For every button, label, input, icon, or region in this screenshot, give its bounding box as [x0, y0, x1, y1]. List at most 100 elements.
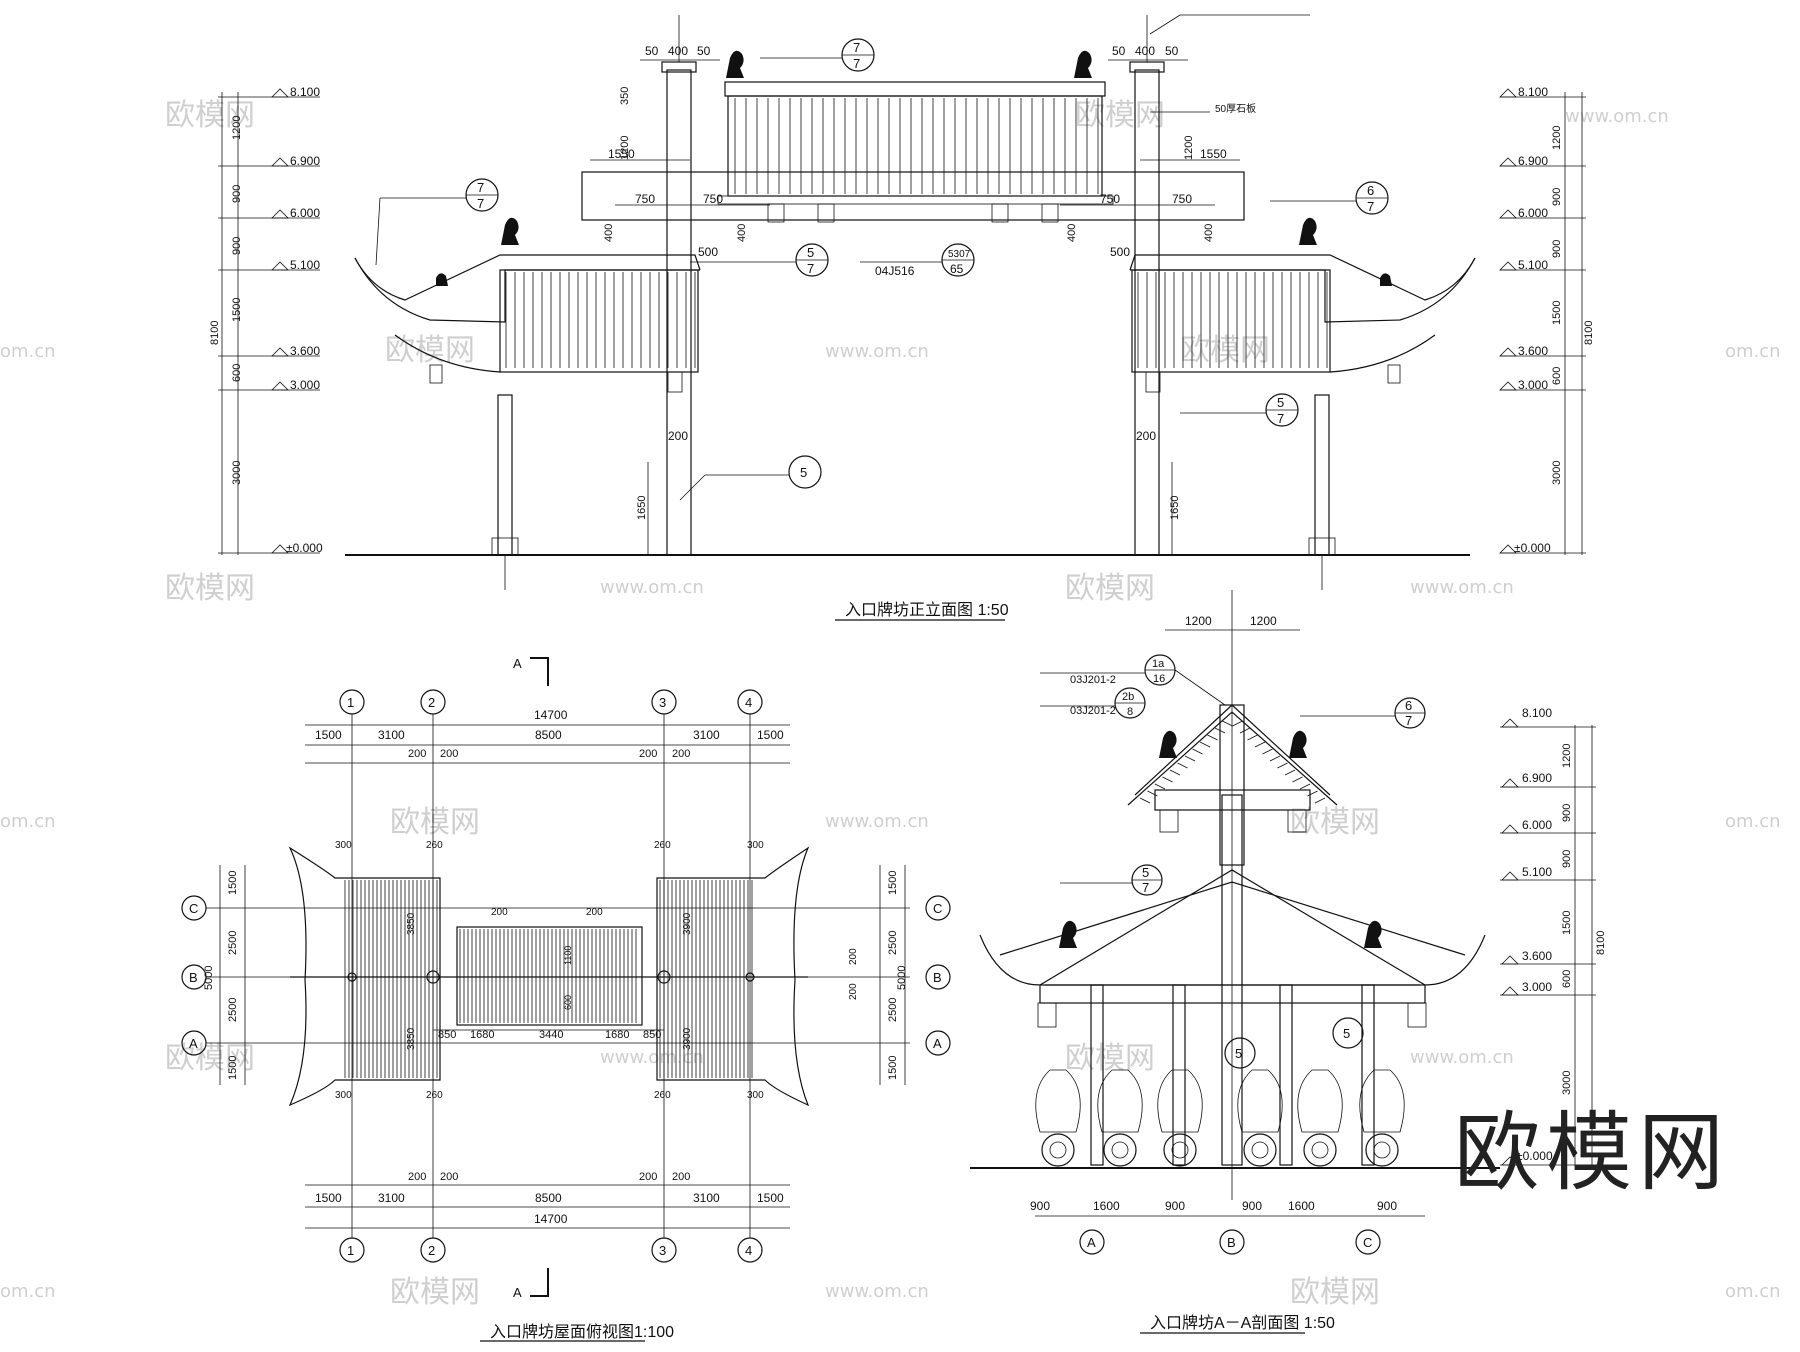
watermark: 欧模网 — [165, 98, 255, 133]
hatch-line — [1154, 783, 1166, 790]
section-ref-callouts: 1a 16 2b 8 03J201-2 03J201-2 6 7 5 7 5 5 — [1040, 654, 1426, 1069]
ref-code: 04J516 — [875, 264, 915, 278]
hatch-line — [1207, 734, 1218, 741]
stone-drum-inner — [1311, 1141, 1329, 1159]
svg-text:5: 5 — [1343, 1026, 1350, 1041]
dim-label: 750 — [703, 192, 723, 206]
svg-text:7: 7 — [1405, 713, 1412, 728]
plan-dims-top: 14700 1500 3100 8500 3100 1500 200 200 2… — [305, 708, 790, 764]
hatch-line — [1284, 769, 1296, 776]
segment-label: 1500 — [1551, 301, 1563, 325]
svg-text:3: 3 — [659, 1243, 666, 1258]
svg-text:200: 200 — [408, 748, 426, 760]
section-dims-top: 1200 1200 — [1165, 590, 1300, 1200]
roof-plan-title: 入口牌坊屋面俯视图1:100 — [490, 1323, 674, 1341]
svg-text:3000: 3000 — [1561, 1071, 1573, 1095]
section-columns — [1090, 794, 1375, 1166]
svg-text:200: 200 — [672, 748, 690, 760]
svg-text:2500: 2500 — [887, 998, 899, 1022]
svg-text:5: 5 — [1277, 395, 1284, 410]
dim-label: 500 — [1110, 245, 1130, 259]
dim-label: 400 — [603, 224, 615, 242]
dim-label: 50 — [1165, 44, 1179, 58]
watermark-layer: 欧模网 欧模网 www.om.cn om.cn 欧模网 www.om.cn 欧模… — [0, 98, 1781, 1310]
svg-text:B: B — [1227, 1235, 1236, 1250]
plan-dims-side: 1500 2500 2500 1500 5000 1500 2500 2500 … — [203, 865, 908, 1085]
dim-label: 400 — [1135, 44, 1155, 58]
svg-text:3100: 3100 — [378, 728, 405, 742]
svg-text:300: 300 — [747, 1090, 764, 1101]
svg-text:3900: 3900 — [682, 1027, 693, 1050]
svg-text:3.000: 3.000 — [1522, 980, 1552, 994]
svg-text:3900: 3900 — [682, 912, 693, 935]
svg-text:200: 200 — [408, 1171, 426, 1183]
svg-text:260: 260 — [654, 840, 671, 851]
level-label: 6.000 — [290, 206, 320, 220]
stone-drum-base — [1303, 1133, 1337, 1167]
level-label: 5.100 — [290, 258, 320, 272]
svg-text:14700: 14700 — [534, 1212, 568, 1226]
watermark: 欧模网 — [1075, 98, 1165, 133]
svg-text:200: 200 — [639, 1171, 657, 1183]
svg-text:1500: 1500 — [757, 1191, 784, 1205]
dim-label: 1650 — [636, 496, 648, 520]
stone-drum-inner — [1049, 1141, 1067, 1159]
stone-drum-inner — [1373, 1141, 1391, 1159]
lower-roof-right — [1129, 254, 1476, 393]
watermark-url: om.cn — [1725, 1281, 1781, 1302]
level-label: 3.000 — [290, 378, 320, 392]
level-scale-left: 8.100 6.900 6.000 5.100 3.600 3.000 ±0.0… — [209, 85, 323, 555]
svg-text:3440: 3440 — [539, 1029, 563, 1041]
hatch-line — [1232, 720, 1243, 727]
front-dimensions: 50 400 50 50 400 50 350 1200 1550 750 75… — [590, 14, 1310, 555]
svg-text:1500: 1500 — [887, 1056, 899, 1080]
svg-text:300: 300 — [335, 840, 352, 851]
section-dims-bottom: 900 1600 900 900 1600 900 A B C — [1030, 1199, 1425, 1255]
drum-stone-support — [1157, 1069, 1203, 1133]
dim-label: 50 — [697, 44, 711, 58]
svg-text:3850: 3850 — [406, 1027, 417, 1050]
stone-drum-inner — [1111, 1141, 1129, 1159]
plan-misc-labels: 300 260 260 300 300 260 260 300 3850 385… — [335, 840, 764, 1101]
stone-drum-base — [1041, 1133, 1075, 1167]
svg-text:8500: 8500 — [535, 1191, 562, 1205]
dim-label: 1200 — [619, 136, 631, 160]
watermark: 欧模网 — [1180, 333, 1270, 368]
svg-text:1500: 1500 — [227, 871, 239, 895]
svg-text:7: 7 — [1142, 880, 1149, 895]
level-label: 3.600 — [290, 344, 320, 358]
level-label: 8.100 — [1518, 85, 1548, 99]
drum-stone-support — [1297, 1069, 1343, 1133]
top-roof — [581, 81, 1245, 221]
svg-text:1100: 1100 — [563, 946, 573, 965]
svg-text:B: B — [189, 970, 198, 985]
drum-stone-support — [1035, 1069, 1081, 1133]
hatch-line — [1314, 797, 1326, 804]
svg-text:3: 3 — [659, 695, 666, 710]
watermark: 欧模网 — [385, 333, 475, 368]
svg-text:A: A — [513, 1285, 522, 1300]
svg-text:7: 7 — [477, 180, 484, 195]
svg-text:200: 200 — [848, 948, 859, 965]
hatch-line — [1169, 769, 1181, 776]
svg-text:200: 200 — [848, 983, 859, 1000]
svg-text:2500: 2500 — [887, 931, 899, 955]
dim-label: 50 — [645, 44, 659, 58]
svg-text:A: A — [189, 1036, 198, 1051]
brand-watermark: 欧模网 — [1454, 1103, 1730, 1203]
watermark: 欧模网 — [1065, 1041, 1155, 1076]
hatch-line — [1262, 748, 1273, 755]
svg-text:03J201-2: 03J201-2 — [1070, 705, 1116, 717]
watermark-url: om.cn — [0, 811, 56, 832]
watermark-url: www.om.cn — [1410, 577, 1514, 598]
dim-label: 200 — [1136, 429, 1156, 443]
svg-text:300: 300 — [747, 840, 764, 851]
watermark: 欧模网 — [390, 805, 480, 840]
watermark-url: om.cn — [0, 341, 56, 362]
svg-text:A: A — [1087, 1235, 1096, 1250]
svg-text:5: 5 — [800, 465, 807, 480]
svg-text:300: 300 — [335, 1090, 352, 1101]
callout-circle: 5307 65 — [860, 243, 975, 277]
watermark: 欧模网 — [390, 1275, 480, 1310]
hatch-line — [1199, 741, 1211, 748]
